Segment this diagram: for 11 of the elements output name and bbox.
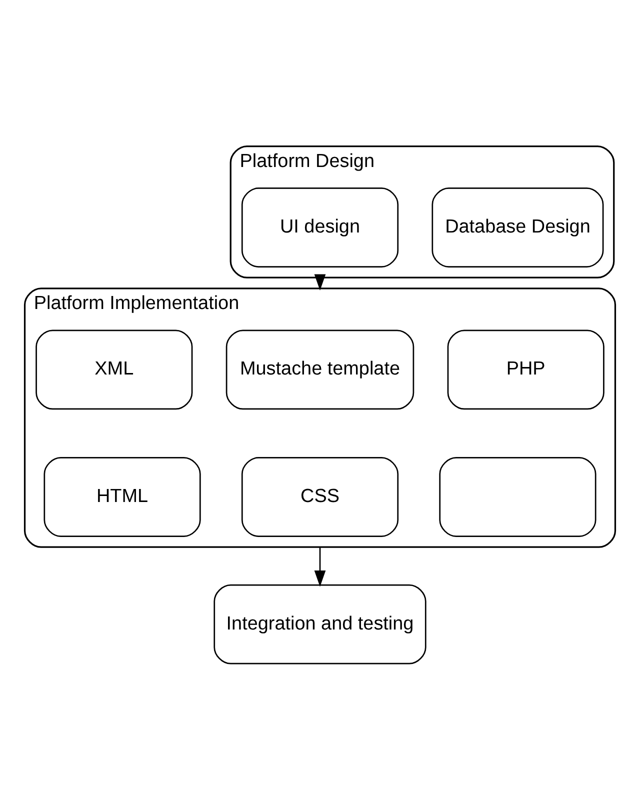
arrow (314, 546, 326, 586)
node-box: UI design (241, 187, 399, 267)
node-box: CSS (241, 456, 399, 536)
arrow (314, 274, 326, 290)
node-box: Integration and testing (214, 584, 426, 664)
node-box: Mustache template (226, 329, 414, 410)
node-box: Database Design (432, 187, 604, 267)
node-box: HTML (44, 456, 201, 536)
node-box (439, 456, 596, 536)
node-box: PHP (447, 329, 604, 410)
node-box: XML (36, 329, 193, 410)
